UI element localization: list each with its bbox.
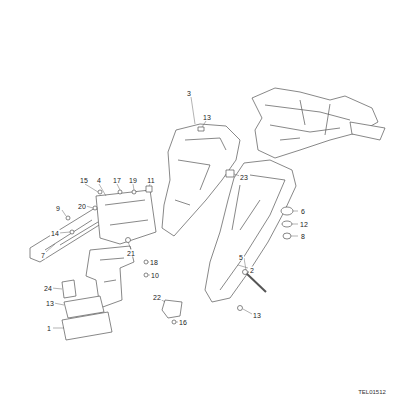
light-cover: [162, 300, 182, 318]
screw: [144, 273, 148, 277]
callout-number: 15: [79, 177, 89, 184]
callout-number: 19: [128, 177, 138, 184]
callout-number: 10: [150, 272, 160, 279]
callout-number: 22: [152, 294, 162, 301]
bolt: [246, 273, 266, 292]
screw-head: [283, 233, 291, 239]
plate-bracket: [96, 190, 156, 244]
screw: [198, 127, 204, 131]
plate: [62, 312, 112, 340]
washer: [93, 206, 97, 210]
washer: [132, 190, 136, 194]
screw: [98, 190, 102, 194]
callout-number: 11: [146, 177, 155, 184]
tail-subframe: [252, 88, 378, 158]
callout-number: 23: [239, 174, 249, 181]
callout-number: 8: [300, 233, 306, 240]
callout-number: 12: [299, 221, 309, 228]
undertray: [205, 160, 296, 302]
screw: [144, 260, 148, 264]
callout-number: 24: [43, 285, 53, 292]
reflector: [62, 280, 76, 298]
callout-number: 9: [55, 205, 61, 212]
fender-detail: [175, 138, 226, 205]
bolt-head: [243, 270, 248, 275]
callout-number: 14: [50, 230, 60, 237]
callout-number: 13: [252, 312, 262, 319]
nut: [118, 190, 122, 194]
callout-number: 1: [46, 325, 52, 332]
rubber-pad: [226, 170, 234, 177]
callout-number: 17: [112, 177, 122, 184]
screw: [238, 306, 243, 311]
screw: [66, 216, 70, 220]
callout-number: 18: [149, 259, 159, 266]
callout-number: 3: [186, 90, 192, 97]
callout-number: 2: [249, 267, 255, 274]
washer: [282, 221, 292, 227]
callout-number: 13: [202, 114, 212, 121]
spacer: [281, 207, 293, 215]
subframe-detail: [265, 100, 350, 140]
support-detail: [100, 258, 124, 282]
callout-number: 20: [77, 203, 87, 210]
drawing-code: TEL01512: [357, 389, 387, 396]
undertray-detail: [220, 175, 285, 290]
callout-number: 7: [40, 252, 46, 259]
grommet: [126, 238, 131, 243]
screw: [70, 230, 74, 234]
callout-number: 5: [238, 254, 244, 261]
callout-number: 6: [300, 208, 306, 215]
callout-number: 4: [96, 177, 102, 184]
bracket-detail: [105, 200, 148, 225]
leader-lines: [46, 97, 298, 328]
screw: [172, 320, 176, 324]
callout-number: 21: [126, 250, 136, 257]
clip: [146, 186, 152, 192]
tail-clip: [350, 122, 385, 140]
callout-number: 16: [178, 319, 188, 326]
callout-number: 13: [45, 300, 55, 307]
